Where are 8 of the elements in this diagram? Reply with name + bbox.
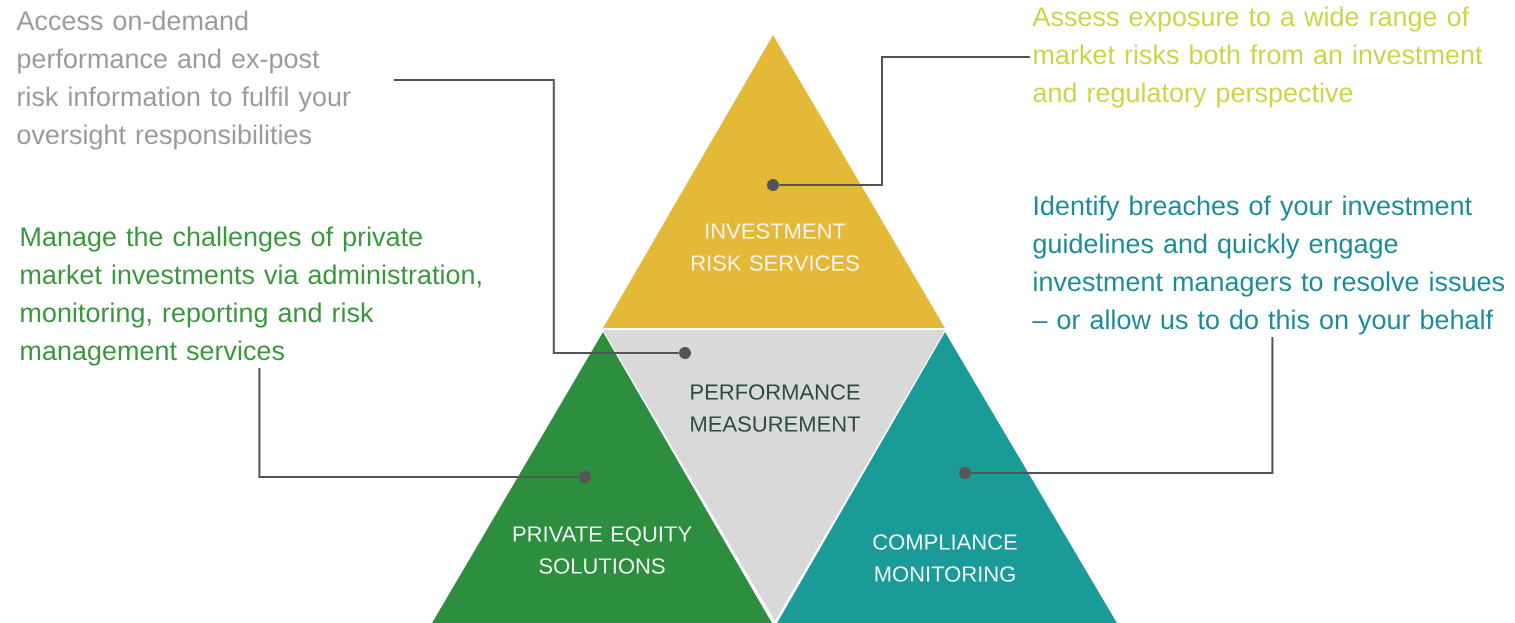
- leader-line: [392, 79, 680, 354]
- triangle: INVESTMENT RISK SERVICES: [603, 35, 945, 328]
- callout-text: Identify breaches of your investment guidelines and quickly engage investment managers to resolve issues – or allow us to do this on your behalf: [1032, 195, 1505, 335]
- leader-line: [258, 366, 580, 478]
- callout-text: Assess exposure to a wide range of market risks both from an investment and regulatory perspective: [1032, 6, 1483, 108]
- callout-text: Access on-demand performance and ex-post risk information to fulfil your oversight responsibilities: [16, 10, 351, 150]
- leader-line: [970, 335, 1274, 474]
- leader-line: [778, 56, 1031, 186]
